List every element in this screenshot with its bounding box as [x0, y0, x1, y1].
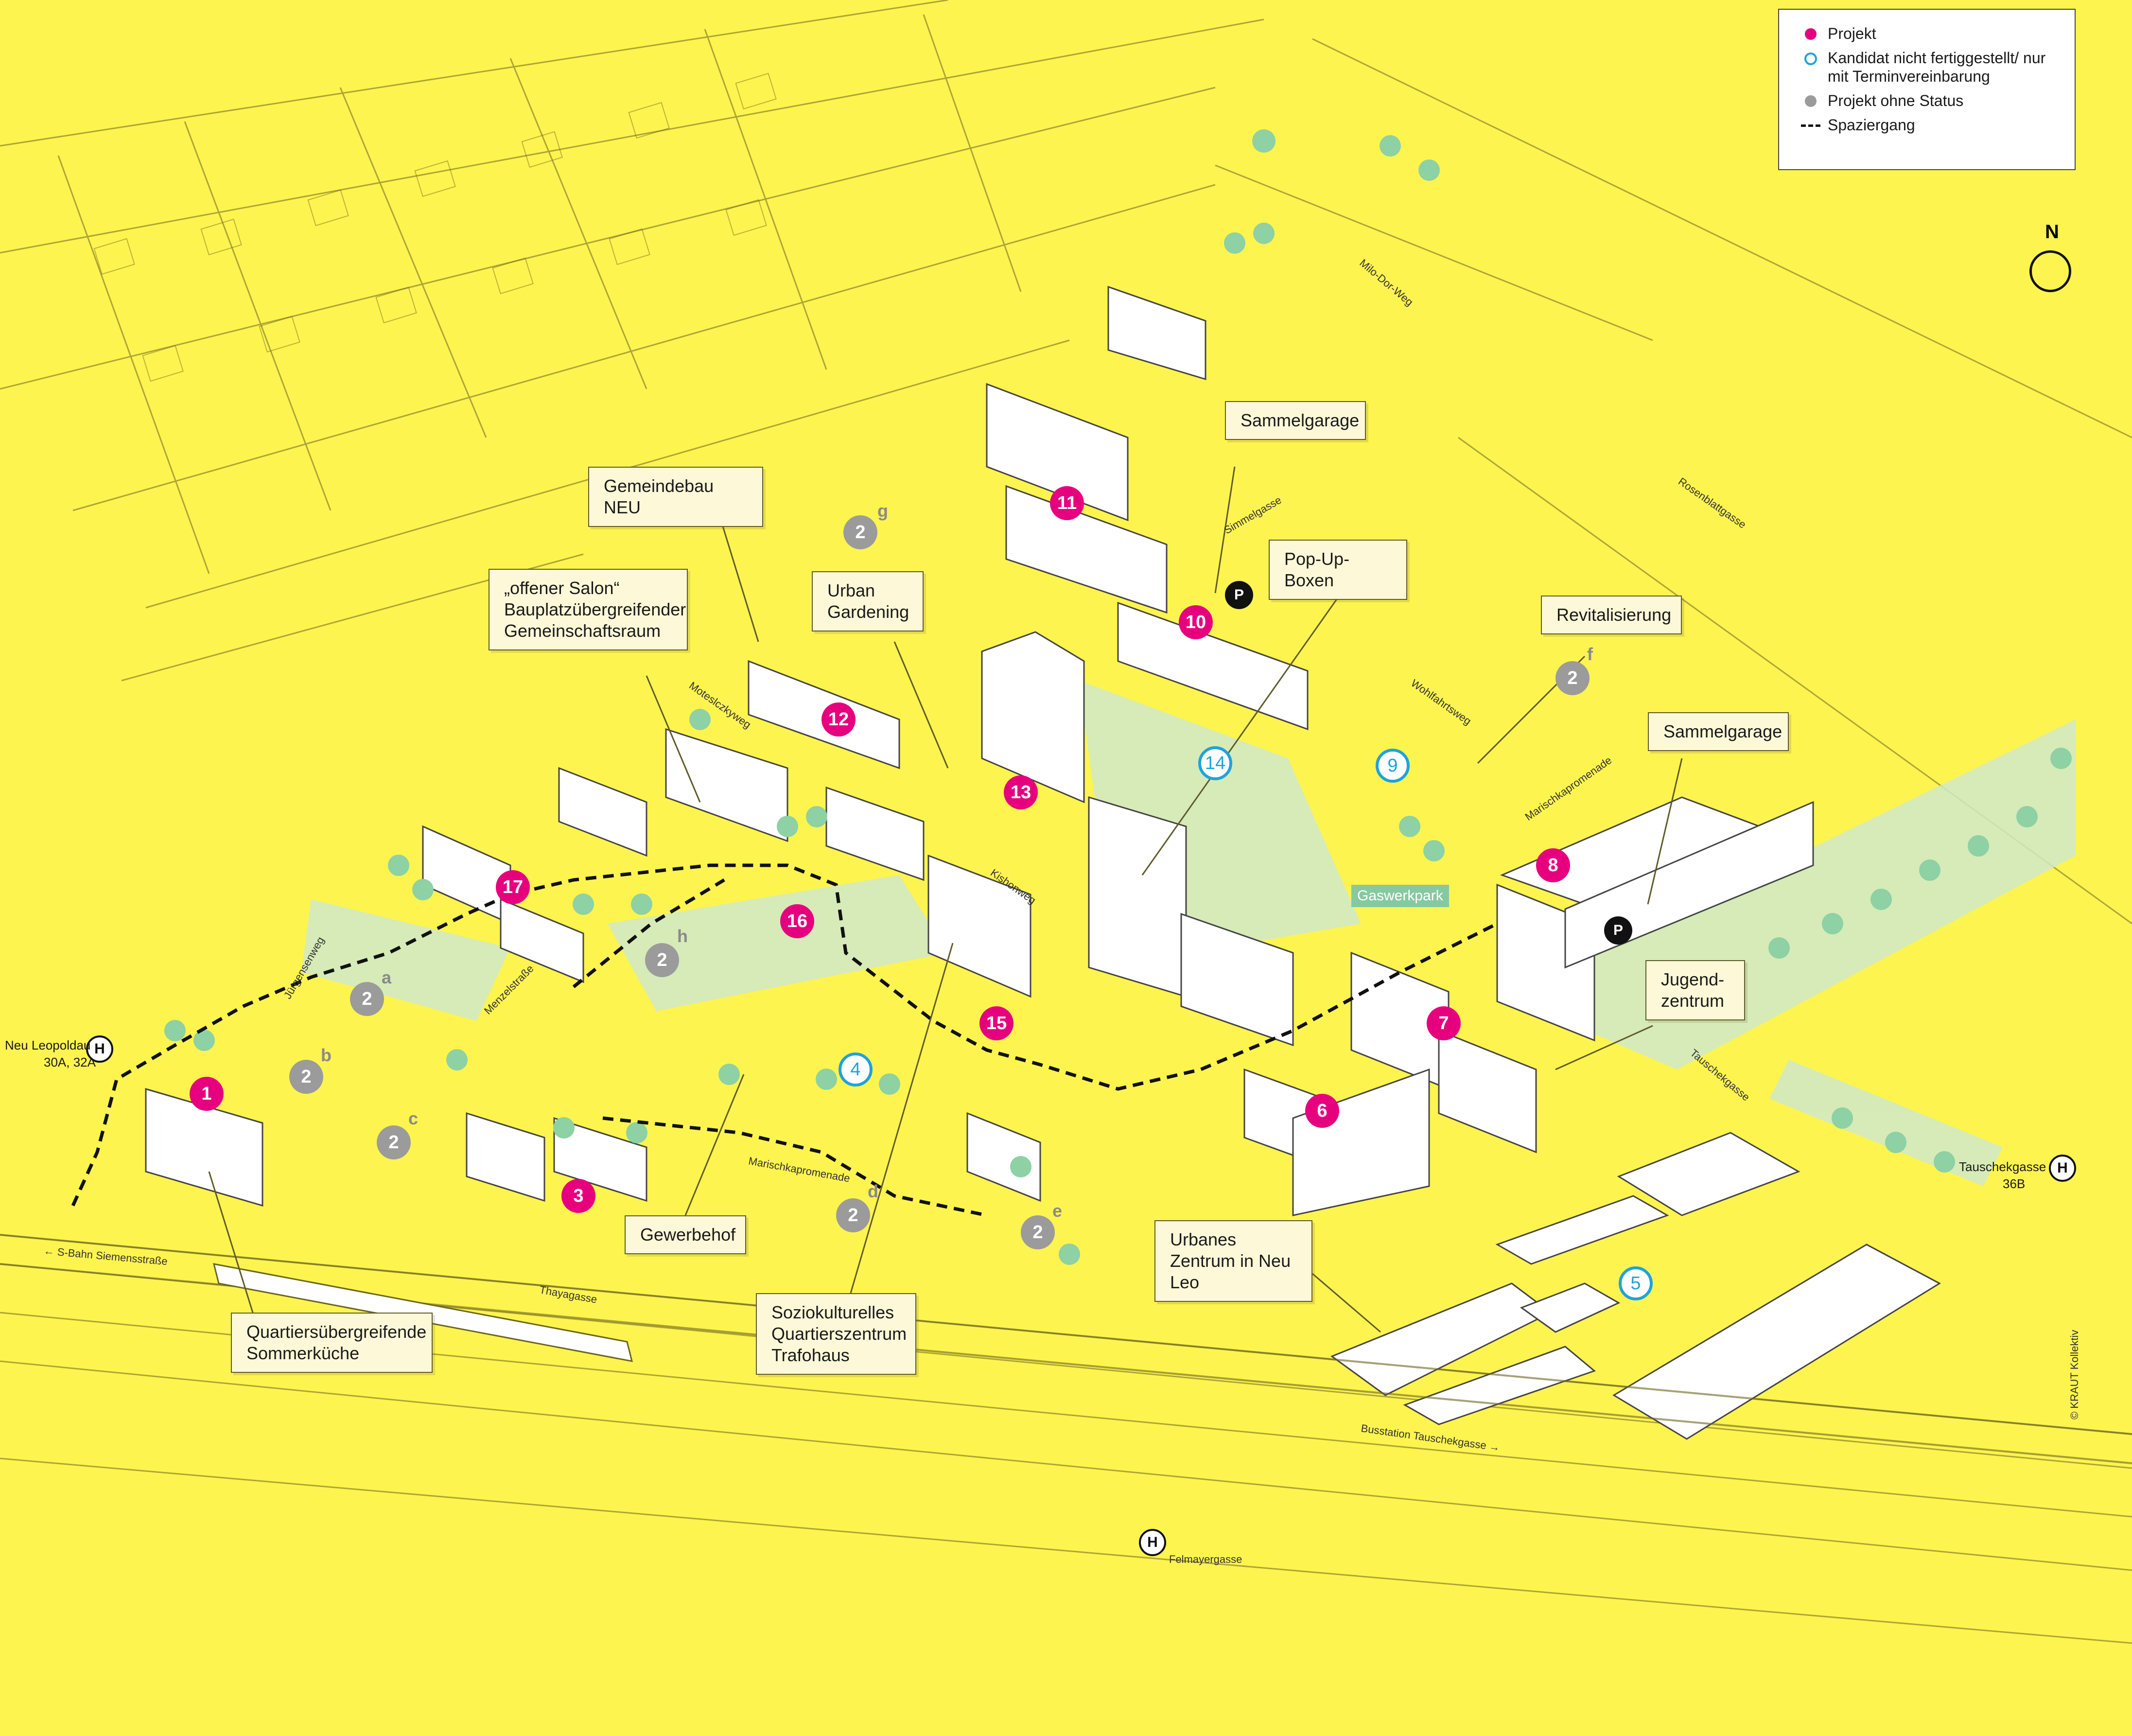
parking-icon: P	[1225, 581, 1253, 609]
callout-urban-gardening: Urban Gardening	[812, 571, 924, 631]
no-status-marker-2d[interactable]: 2	[836, 1198, 870, 1232]
callout-sammelgarage-2: Sammelgarage	[1648, 712, 1789, 751]
compass-icon	[2029, 250, 2071, 292]
callout-popup: Pop-Up-Boxen	[1269, 540, 1407, 600]
legend-candidate: Kandidat nicht fertiggestellt/ nur mit T…	[1794, 49, 2060, 86]
sub-label-h: h	[677, 926, 688, 946]
callout-revitalisierung: Revitalisierung	[1541, 596, 1682, 634]
bus-stop-icon: H	[2049, 1155, 2076, 1182]
legend-project: Projekt	[1794, 24, 2060, 43]
project-marker-11[interactable]: 11	[1050, 486, 1084, 520]
legend-walk: Spaziergang	[1794, 116, 2060, 134]
trees	[164, 129, 2072, 1265]
park-label-gaswerkpark: Gaswerkpark	[1351, 885, 1449, 907]
project-marker-13[interactable]: 13	[1004, 775, 1038, 809]
sub-label-g: g	[877, 501, 888, 521]
legend-candidate-label: Kandidat nicht fertiggestellt/ nur mit T…	[1828, 49, 2046, 85]
street-felmayer: Felmayergasse	[1169, 1553, 1242, 1565]
sub-label-b: b	[321, 1045, 332, 1065]
project-marker-10[interactable]: 10	[1179, 605, 1213, 639]
sub-label-c: c	[408, 1108, 419, 1128]
project-marker-3[interactable]: 3	[561, 1179, 595, 1213]
candidate-marker-5[interactable]: 5	[1619, 1266, 1653, 1300]
project-marker-8[interactable]: 8	[1536, 848, 1570, 882]
sub-label-d: d	[868, 1181, 878, 1201]
no-status-marker-2c[interactable]: 2	[377, 1125, 411, 1159]
no-status-marker-2h[interactable]: 2	[645, 943, 679, 977]
bus-stop-icon: H	[1139, 1529, 1166, 1556]
housing-blocks	[93, 72, 777, 382]
gray-dot-icon	[1805, 95, 1817, 107]
copyright: © KRAUT Kollektiv	[2068, 1330, 2080, 1420]
walking-route	[71, 863, 1498, 1217]
callout-gewerbehof: Gewerbehof	[625, 1215, 746, 1254]
blue-ring-icon	[1804, 53, 1817, 65]
callout-sammelgarage-1: Sammelgarage	[1225, 401, 1366, 440]
north-arrow: N	[2025, 221, 2078, 299]
callout-gemeindebau: Gemeindebau NEU	[588, 467, 763, 527]
sub-label-f: f	[1587, 644, 1593, 664]
stop-neu-leopoldau: Neu Leopoldau	[5, 1038, 91, 1052]
no-status-marker-2b[interactable]: 2	[289, 1060, 323, 1094]
legend-walk-label: Spaziergang	[1828, 116, 1915, 134]
project-marker-7[interactable]: 7	[1427, 1006, 1461, 1040]
callout-sommerkueche: Quartiersübergreifende Sommerküche	[231, 1313, 433, 1373]
stop-tauschekgasse: Tauschekgasse	[1959, 1159, 2046, 1174]
building-footprints	[145, 285, 1941, 1440]
project-marker-12[interactable]: 12	[821, 702, 856, 736]
project-marker-1[interactable]: 1	[190, 1077, 224, 1111]
project-marker-15[interactable]: 15	[979, 1006, 1014, 1040]
legend: Projekt Kandidat nicht fertiggestellt/ n…	[1778, 9, 2076, 170]
legend-no-status-label: Projekt ohne Status	[1828, 92, 1964, 109]
no-status-marker-2g[interactable]: 2	[843, 515, 877, 549]
project-marker-17[interactable]: 17	[496, 870, 530, 904]
candidate-marker-4[interactable]: 4	[839, 1052, 873, 1087]
pink-dot-icon	[1805, 28, 1817, 40]
no-status-marker-2e[interactable]: 2	[1021, 1215, 1055, 1249]
legend-project-label: Projekt	[1828, 25, 1876, 42]
legend-no-status: Projekt ohne Status	[1794, 91, 2060, 110]
project-marker-16[interactable]: 16	[780, 904, 814, 938]
parking-icon: P	[1604, 916, 1632, 945]
dashed-line-icon	[1801, 124, 1820, 127]
north-label: N	[2045, 221, 2059, 243]
callout-salon: „offener Salon“ Bauplatzübergreifender G…	[489, 569, 688, 650]
stop-tauschekgasse-line: 36B	[2003, 1176, 2026, 1191]
callout-urbanes-zentrum: Urbanes Zentrum in Neu Leo	[1154, 1220, 1312, 1302]
sub-label-e: e	[1052, 1201, 1063, 1221]
callout-leaders	[208, 466, 1683, 1333]
no-status-marker-2f[interactable]: 2	[1555, 661, 1590, 695]
candidate-marker-9[interactable]: 9	[1376, 749, 1410, 783]
candidate-marker-14[interactable]: 14	[1198, 746, 1232, 780]
callout-jugendzentrum: Jugend- zentrum	[1645, 960, 1745, 1020]
stop-neu-leopoldau-lines: 30A, 32A	[44, 1055, 96, 1070]
sub-label-a: a	[382, 967, 392, 987]
project-marker-6[interactable]: 6	[1305, 1094, 1339, 1128]
callout-trafohaus: Soziokulturelles Quartierszentrum Trafoh…	[756, 1293, 916, 1375]
no-status-marker-2a[interactable]: 2	[350, 982, 384, 1016]
bus-stop-icon: H	[86, 1035, 113, 1063]
